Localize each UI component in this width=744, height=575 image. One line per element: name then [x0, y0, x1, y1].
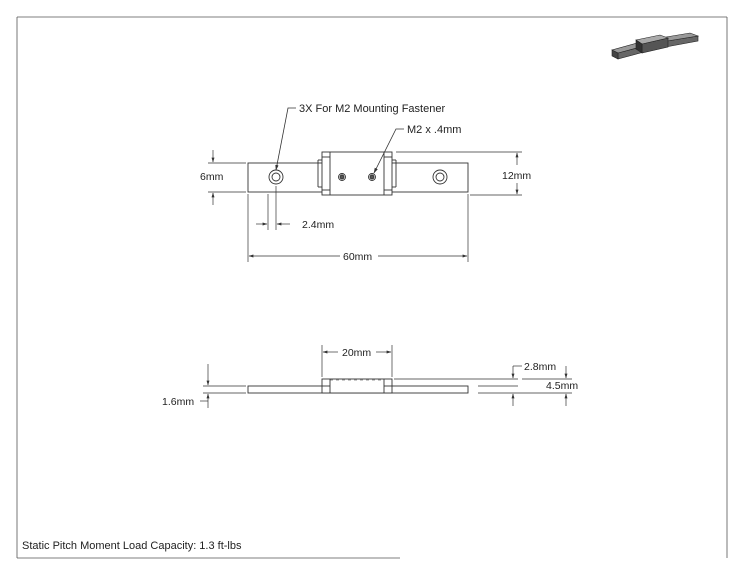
- dim-rail-length-label: 60mm: [343, 251, 372, 263]
- dim-carriage-width-label: 12mm: [502, 170, 531, 182]
- leader-thread: [373, 128, 404, 174]
- note-thread: M2 x .4mm: [407, 124, 461, 136]
- carriage-top: [321, 151, 393, 196]
- dim-rail-width-label: 6mm: [200, 171, 224, 183]
- rail-hole-right: [432, 169, 448, 185]
- dim-hole-offset-label: 2.4mm: [302, 219, 334, 231]
- leader-mounting-fastener: [275, 107, 296, 171]
- dim-rail-thickness-label: 1.6mm: [162, 396, 194, 408]
- top-view: [247, 151, 469, 196]
- dim-rail-thickness: [200, 364, 246, 408]
- rail-hole-left: [268, 169, 284, 185]
- dim-carriage-width: [396, 151, 522, 196]
- dim-carriage-length-label: 20mm: [342, 347, 371, 359]
- carriage-hole-left: [338, 173, 346, 181]
- dim-carriage-step: [394, 365, 522, 387]
- dim-total-height-label: 4.5mm: [546, 380, 578, 392]
- note-mounting-fastener: 3X For M2 Mounting Fastener: [299, 103, 445, 115]
- side-view: [247, 378, 469, 394]
- dim-carriage-step-label: 2.8mm: [524, 361, 556, 373]
- linear-rail-iso-icon: [611, 32, 700, 60]
- sheet-border: [16, 16, 728, 559]
- carriage-hole-right: [368, 173, 376, 181]
- dim-carriage-length: [321, 345, 393, 377]
- dim-rail-length: [247, 194, 469, 262]
- dim-total-height: [478, 366, 572, 406]
- note-load-capacity: Static Pitch Moment Load Capacity: 1.3 f…: [22, 540, 242, 552]
- carriage-side: [321, 378, 393, 394]
- dim-hole-offset: [256, 186, 290, 230]
- dim-rail-width: [208, 150, 246, 205]
